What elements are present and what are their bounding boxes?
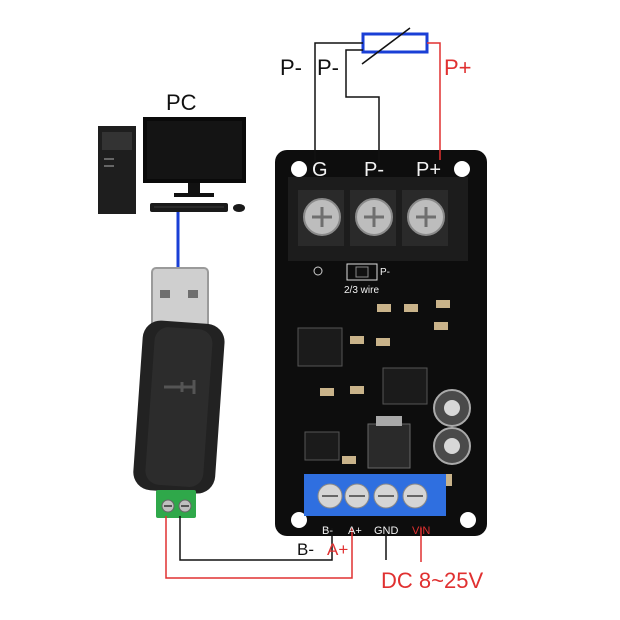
ic-chips — [297, 327, 428, 469]
terminal-label-p-plus: P+ — [416, 159, 442, 181]
output-label-b: B- — [322, 525, 333, 537]
probe-label-plus: P+ — [444, 55, 472, 80]
rs485-b-label: B- — [297, 540, 314, 559]
wire-b-minus — [179, 516, 333, 561]
keyboard-icon — [150, 203, 228, 212]
probe-label-mid: P- — [317, 55, 339, 80]
output-label-a: A+ — [348, 525, 362, 537]
pc-monitor-icon — [143, 117, 246, 197]
capacitors — [433, 389, 471, 465]
smd-components — [320, 300, 452, 486]
sensor-terminal-block — [288, 177, 468, 261]
adapter-terminal — [156, 490, 196, 518]
pc-tower-icon — [98, 126, 136, 214]
output-label-vin: VIN — [412, 525, 431, 537]
output-terminal-block — [304, 474, 446, 516]
wire-p-minus-left — [314, 42, 363, 163]
usb-adapter-icon — [133, 320, 225, 494]
terminal-label-p-minus: P- — [364, 159, 384, 181]
rs485-a-label: A+ — [327, 540, 349, 559]
pc-label: PC — [166, 90, 197, 115]
rtd-resistor-icon — [361, 27, 429, 65]
wire-mode-label: 2/3 wire — [344, 285, 380, 296]
output-label-gnd: GND — [374, 525, 399, 537]
mouse-icon — [233, 204, 245, 212]
wire-mode-jumper — [346, 263, 378, 281]
jumper-label: P- — [380, 267, 390, 278]
wire-a-plus — [165, 516, 353, 579]
wire-p-minus-mid — [345, 49, 380, 163]
terminal-label-g: G — [312, 159, 328, 181]
power-label: DC 8~25V — [381, 568, 484, 593]
probe-label-left: P- — [280, 55, 302, 80]
wire-p-plus — [427, 42, 441, 160]
